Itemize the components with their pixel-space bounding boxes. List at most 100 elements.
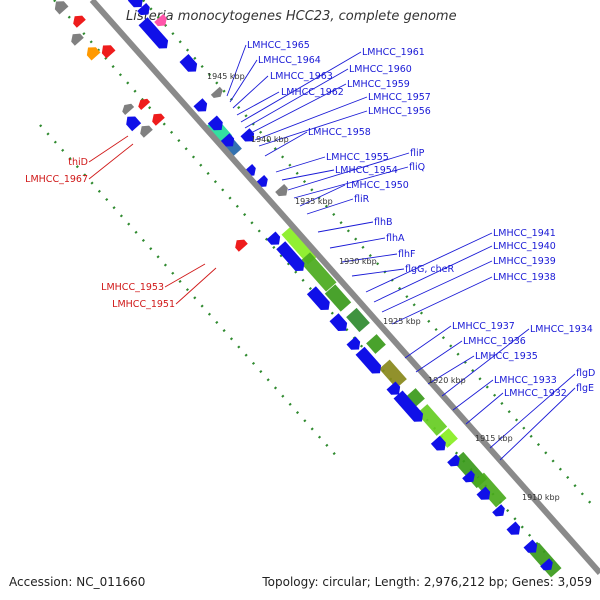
gene-label[interactable]: LMHCC_1941 [493, 228, 556, 239]
cds-arrow [207, 115, 223, 131]
gene-label[interactable]: thiD [68, 157, 88, 168]
label-leader [452, 379, 494, 411]
label-leader [351, 268, 405, 277]
gene-label[interactable]: LMHCC_1955 [326, 152, 389, 163]
cds-arrow [476, 486, 491, 500]
gene-label[interactable]: LMHCC_1965 [247, 40, 310, 51]
genome-summary-text: Topology: circular; Length: 2,976,212 bp… [262, 575, 592, 589]
gene-label[interactable]: flgG, cheR [405, 264, 455, 275]
gene-label[interactable]: LMHCC_1963 [270, 71, 333, 82]
cds-arrow [393, 390, 424, 422]
tick-label: 1910 kbp [522, 493, 560, 502]
gene-label[interactable]: LMHCC_1954 [335, 165, 398, 176]
gene-label[interactable]: LMHCC_1938 [493, 272, 556, 283]
label-leader [164, 263, 206, 288]
label-leader [229, 59, 258, 103]
gene-features-layer [54, 0, 553, 571]
tick-label: 1930 kbp [339, 257, 377, 266]
label-leader [275, 156, 326, 173]
cds-arrow [506, 521, 521, 535]
conservation-bar [528, 542, 562, 578]
gene-label[interactable]: LMHCC_1935 [475, 351, 538, 362]
gene-label[interactable]: flgE [576, 383, 594, 394]
other-feature [122, 103, 135, 115]
conservation-bar [473, 472, 507, 508]
conservation-bar [379, 359, 407, 389]
label-leader [329, 237, 386, 249]
label-leader [499, 387, 576, 461]
gene-label[interactable]: flhB [374, 217, 393, 228]
tick-label: 1920 kbp [428, 376, 466, 385]
gene-label[interactable]: LMHCC_1967 [25, 174, 88, 185]
gene-label[interactable]: fliP [410, 148, 425, 159]
other-feature [154, 14, 167, 27]
conservation-bar [346, 307, 370, 333]
gene-label[interactable]: fliQ [409, 162, 425, 173]
cds-arrow [240, 128, 255, 142]
gene-label[interactable]: LMHCC_1956 [368, 106, 431, 117]
conservation-bar [366, 334, 386, 354]
cds-arrow [126, 116, 142, 132]
rna-arrow [235, 239, 248, 252]
rna-arrow [152, 113, 165, 126]
label-leader [240, 51, 362, 123]
gene-label[interactable]: LMHCC_1957 [368, 92, 431, 103]
gene-label[interactable]: LMHCC_1958 [308, 127, 371, 138]
tick-label: 1915 kbp [475, 434, 513, 443]
tick-label: 1925 kbp [383, 317, 421, 326]
gene-label[interactable]: flgD [576, 368, 595, 379]
other-feature [71, 33, 84, 46]
gene-label[interactable]: LMHCC_1940 [493, 241, 556, 252]
label-leader [415, 340, 463, 373]
tick-track [39, 124, 341, 461]
label-leader [226, 44, 247, 97]
cds-arrow [355, 346, 382, 374]
gene-label[interactable]: LMHCC_1951 [112, 299, 175, 310]
label-leader [88, 143, 134, 180]
gene-label[interactable]: LMHCC_1932 [504, 388, 567, 399]
cds-arrow [306, 286, 330, 310]
gene-label[interactable]: LMHCC_1939 [493, 256, 556, 267]
label-leader [236, 91, 280, 116]
cds-arrow [193, 98, 208, 112]
cds-arrow [540, 558, 553, 571]
gene-label[interactable]: fliR [354, 194, 370, 205]
label-leader [175, 267, 217, 305]
cds-arrow [447, 454, 460, 467]
gene-label[interactable]: LMHCC_1937 [452, 321, 515, 332]
cds-arrow [329, 313, 348, 331]
label-leader [465, 392, 504, 425]
cds-arrow [179, 54, 198, 72]
gene-label[interactable]: LMHCC_1934 [530, 324, 593, 335]
genome-backbone [89, 0, 600, 575]
conservation-bar [324, 284, 352, 312]
gene-label[interactable]: LMHCC_1936 [463, 336, 526, 347]
label-leader [254, 96, 368, 141]
gene-label[interactable]: flhF [398, 249, 415, 260]
other-feature [210, 86, 223, 99]
gene-label[interactable]: LMHCC_1960 [349, 64, 412, 75]
cds-arrow [137, 3, 150, 16]
gene-label[interactable]: LMHCC_1933 [494, 375, 557, 386]
label-leader [299, 184, 346, 207]
gene-label[interactable]: flhA [386, 233, 405, 244]
gene-label[interactable]: LMHCC_1950 [346, 180, 409, 191]
cds-arrow [220, 133, 235, 147]
label-leader [391, 276, 493, 325]
cds-arrow [462, 470, 475, 483]
gene-label[interactable]: LMHCC_1962 [281, 87, 344, 98]
map-title: Listeria monocytogenes HCC23, complete g… [126, 9, 457, 24]
gene-label[interactable]: LMHCC_1959 [347, 79, 410, 90]
gene-label[interactable]: LMHCC_1964 [258, 55, 321, 66]
cds-arrow [523, 539, 538, 553]
gene-label[interactable]: LMHCC_1953 [101, 282, 164, 293]
label-leader [258, 110, 368, 147]
label-leader [373, 245, 493, 303]
label-leader [287, 152, 410, 191]
label-leader [264, 131, 308, 157]
conservation-bar [299, 252, 337, 292]
cds-arrow [430, 435, 446, 451]
gene-label[interactable]: LMHCC_1961 [362, 47, 425, 58]
